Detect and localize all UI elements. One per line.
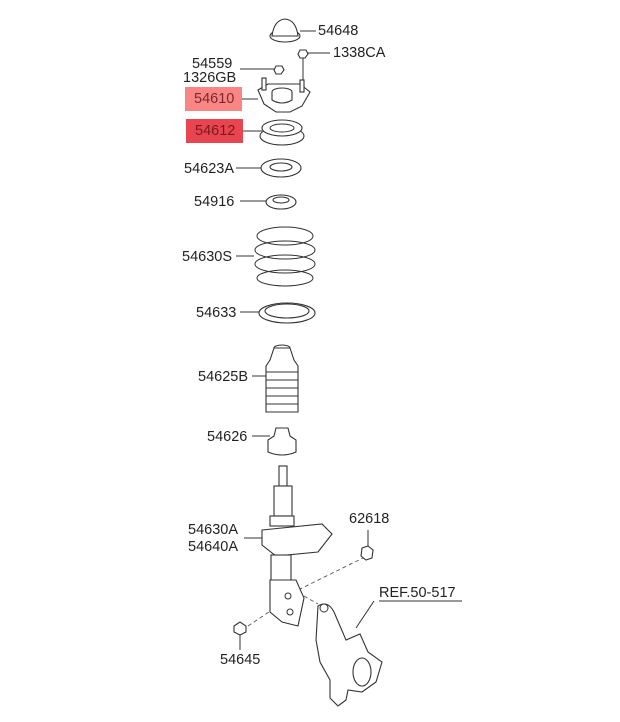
part-label-54626[interactable]: 54626 bbox=[207, 429, 248, 445]
coil-spring-part[interactable] bbox=[254, 226, 316, 287]
bolt-part[interactable] bbox=[233, 621, 247, 636]
strut-assembly-part[interactable] bbox=[261, 465, 333, 627]
flange-nut-part[interactable] bbox=[360, 545, 374, 561]
part-label-54630A[interactable]: 54630A bbox=[188, 522, 238, 538]
part-label-54612[interactable]: 54612 bbox=[186, 119, 244, 143]
part-label-1338CA[interactable]: 1338CA bbox=[333, 45, 386, 61]
dust-cap-part[interactable] bbox=[269, 18, 301, 43]
bump-stopper-part[interactable] bbox=[267, 427, 297, 456]
strut-bearing-part[interactable] bbox=[259, 119, 305, 146]
part-label-54648[interactable]: 54648 bbox=[318, 23, 359, 39]
part-label-54625B[interactable]: 54625B bbox=[198, 369, 248, 385]
leader-lines bbox=[236, 30, 462, 650]
part-label-54640A[interactable]: 54640A bbox=[188, 539, 238, 555]
dust-boot-part[interactable] bbox=[265, 344, 299, 413]
part-label-54630S[interactable]: 54630S bbox=[182, 249, 232, 265]
strut-mount-part[interactable] bbox=[257, 77, 311, 113]
part-label-54610[interactable]: 54610 bbox=[185, 87, 243, 111]
reference-label[interactable]: REF.50-517 bbox=[379, 585, 456, 601]
spring-pad-part[interactable] bbox=[265, 194, 297, 210]
part-label-54559[interactable]: 54559 bbox=[192, 56, 233, 72]
part-label-54623A[interactable]: 54623A bbox=[184, 161, 234, 177]
part-label-54916[interactable]: 54916 bbox=[194, 194, 235, 210]
part-label-54645[interactable]: 54645 bbox=[220, 652, 261, 668]
part-label-1326GB[interactable]: 1326GB bbox=[183, 70, 237, 86]
part-label-54633[interactable]: 54633 bbox=[196, 305, 237, 321]
lower-spring-pad-part[interactable] bbox=[258, 302, 316, 324]
part-label-62618[interactable]: 62618 bbox=[349, 511, 390, 527]
steering-knuckle-part[interactable] bbox=[315, 603, 383, 707]
nut-part[interactable] bbox=[273, 49, 309, 75]
spring-seat-part[interactable] bbox=[260, 158, 302, 178]
